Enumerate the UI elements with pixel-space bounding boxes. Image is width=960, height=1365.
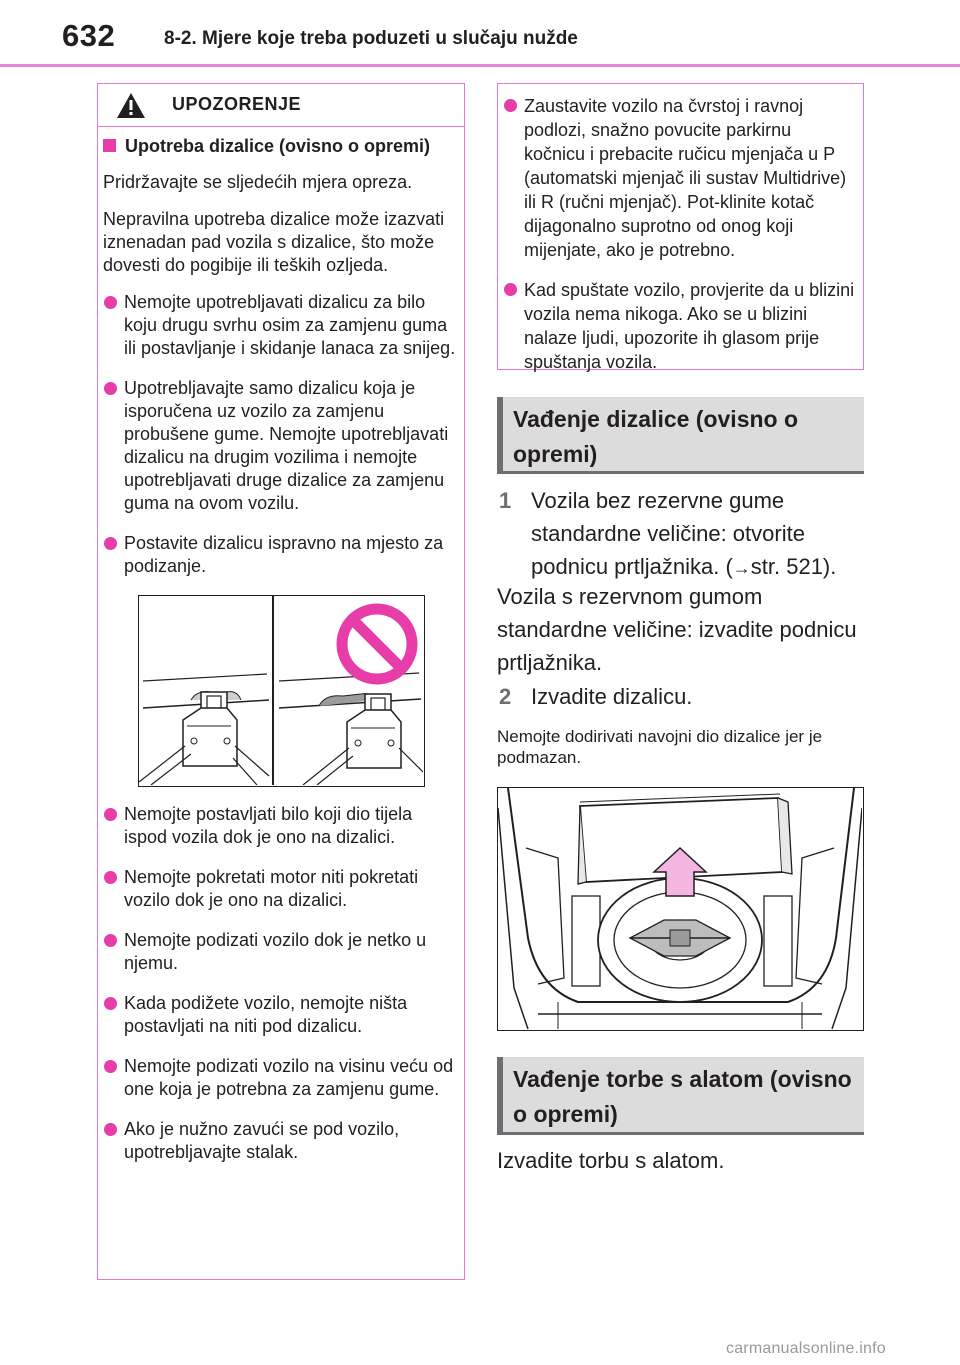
warning-triangle-icon [117,93,145,118]
list-item: Nemojte podizati vozilo na visinu veću o… [98,1055,464,1101]
warning-title: UPOZORENJE [172,94,302,114]
list-item: Nemojte upotrebljavati dizalicu za bilo … [98,291,464,360]
warning-subhead: Upotreba dizalice (ovisno o opremi) [98,136,450,157]
body-text-spare-tire: Vozila s rezervnom gumom standardne veli… [497,584,857,675]
bullet-icon [104,537,117,550]
trunk-jack-illustration [497,787,864,1031]
step-2-text: Izvadite dizalicu. [531,684,693,709]
list-item: Upotrebljavajte samo dizalicu koja je is… [98,377,464,515]
list-item: Nemojte pokretati motor niti pokretati v… [98,866,464,912]
warning-continued-box: Zaustavite vozilo na čvrstoj i ravnoj po… [497,83,864,372]
step-number: 1 [499,488,512,513]
bullet-icon [104,1123,117,1136]
section-heading-jack: Vađenje dizalice (ovisno o opremi) [497,397,864,474]
warning-header: UPOZORENJE [98,84,464,127]
step-number: 2 [499,684,512,709]
arrow-right-icon: → [732,558,751,578]
list-item: Zaustavite vozilo na čvrstoj i ravnoj po… [498,94,863,262]
list-item: Kad spuštate vozilo, provjerite da u bli… [498,278,863,374]
bullet-icon [104,382,117,395]
page-reference-link[interactable]: str. 521). [750,554,837,579]
bullet-icon [104,296,117,309]
body-text-tool-bag: Izvadite torbu s alatom. [497,1148,725,1173]
list-item: Postavite dizalicu ispravno na mjesto za… [98,532,464,578]
note-text: Nemojte dodirivati navojni dio dizalice … [497,727,823,767]
bullet-icon [504,283,517,296]
step-2: 2 Izvadite dizalicu. [499,680,869,713]
warning-intro-2: Nepravilna upotreba dizalice može izazva… [103,209,445,275]
page-number: 632 [62,18,116,53]
jack-placement-illustration [138,595,425,787]
bullet-icon [104,997,117,1010]
warning-body: Upotreba dizalice (ovisno o opremi) Prid… [98,127,464,1164]
bullet-icon [104,808,117,821]
bullet-icon [104,934,117,947]
bullet-icon [504,99,517,112]
trunk-jack-drawing [498,788,863,1030]
bullet-icon [104,1060,117,1073]
watermark: carmanualsonline.info [726,1340,886,1357]
section-title: 8-2. Mjere koje treba poduzeti u slučaju… [164,28,578,49]
step-1: 1 Vozila bez rezervne gume standardne ve… [499,484,869,585]
list-item: Kada podižete vozilo, nemojte ništa post… [98,992,464,1038]
page-header: 632 8-2. Mjere koje treba poduzeti u slu… [0,0,960,67]
section-heading-tool-bag: Vađenje torbe s alatom (ovisno o opremi) [497,1057,864,1135]
square-bullet-icon [103,139,116,152]
step-1-text: Vozila bez rezervne gume standardne veli… [531,488,805,579]
header-rule [0,64,960,67]
warning-box: UPOZORENJE Upotreba dizalice (ovisno o o… [97,83,465,1280]
jack-placement-drawing [138,596,424,786]
list-item: Nemojte postavljati bilo koji dio tijela… [98,803,464,849]
list-item: Ako je nužno zavući se pod vozilo, upotr… [98,1118,464,1164]
arrow-up-icon [652,846,708,897]
warning-intro-1: Pridržavajte se sljedećih mjera opreza. [103,172,413,192]
prohibited-icon [336,603,418,685]
list-item: Nemojte podizati vozilo dok je netko u n… [98,929,464,975]
bullet-icon [104,871,117,884]
